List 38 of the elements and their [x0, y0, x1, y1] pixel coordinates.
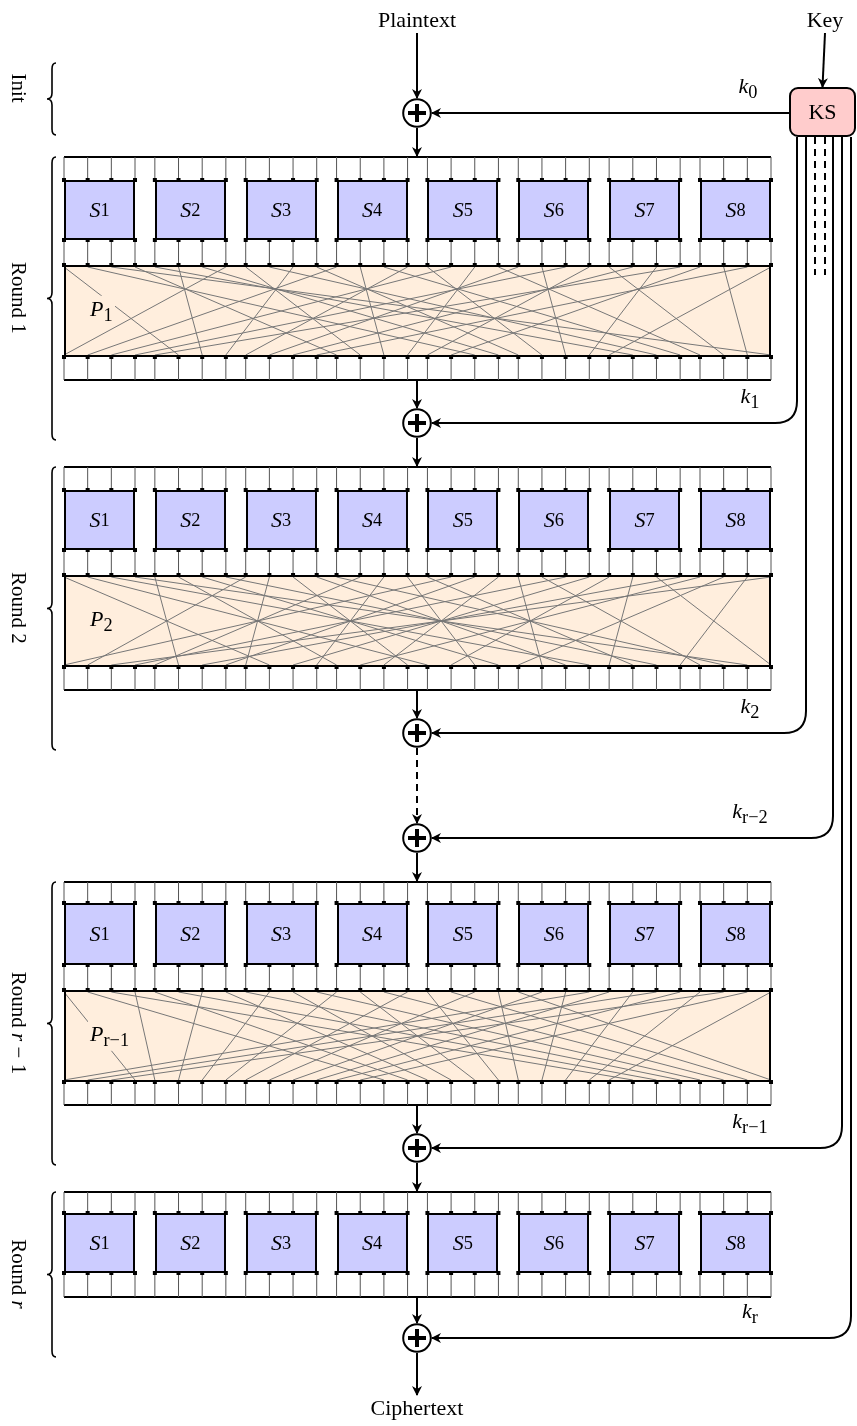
arrow: [431, 136, 843, 1153]
arrow: [412, 1105, 422, 1134]
permutation-box: P$_{1}$: [64, 265, 771, 357]
arrow: [412, 1352, 422, 1396]
line: [824, 136, 826, 276]
arrow: [431, 136, 798, 428]
arrow: [431, 136, 807, 738]
xor-circle: [402, 408, 432, 438]
arrow: [412, 852, 422, 882]
round-label: Round r − 1: [5, 971, 31, 1075]
arrow: [412, 380, 422, 409]
line: [814, 136, 816, 276]
round-label: Round 2: [5, 572, 31, 644]
arrow: [412, 1297, 422, 1324]
arrow: [431, 136, 834, 843]
permutation-box: P$_{r−1}$: [64, 990, 771, 1082]
arrow: [412, 747, 422, 824]
key-schedule-box: KS: [789, 87, 856, 137]
arrow: [431, 136, 852, 1343]
round-label: Round r: [5, 1239, 31, 1309]
arrow: [412, 1162, 422, 1192]
output-label: Ciphertext: [370, 1395, 464, 1421]
arrow: [817, 32, 828, 88]
xor-circle: [402, 1323, 432, 1353]
arrow: [412, 127, 422, 157]
input-label: Plaintext: [377, 7, 457, 33]
arrow: [412, 690, 422, 719]
permutation-box: P$_{2}$: [64, 575, 771, 667]
xor-circle: [402, 1133, 432, 1163]
arrow: [412, 32, 422, 99]
round-label: Round 1: [5, 262, 31, 334]
xor-circle: [402, 718, 432, 748]
xor-circle: [402, 98, 432, 128]
key-label: Key: [806, 7, 844, 33]
arrow: [431, 108, 790, 118]
arrow: [412, 437, 422, 467]
round-label: Init: [5, 73, 31, 103]
xor-circle: [402, 823, 432, 853]
